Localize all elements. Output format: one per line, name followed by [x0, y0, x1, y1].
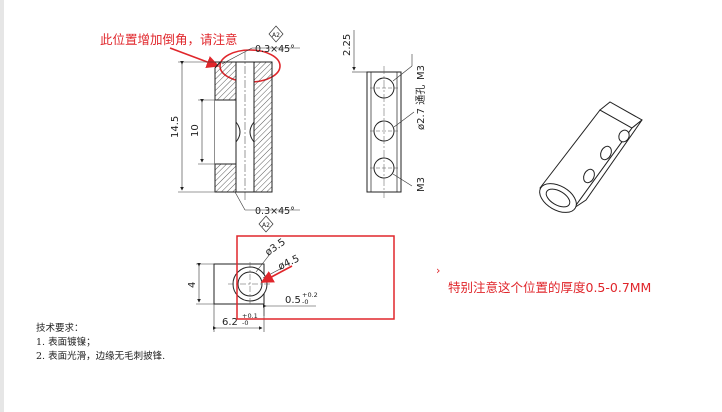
dim-width-tol-upper: +0.1: [242, 312, 258, 320]
technical-requirements: 技术要求： 1. 表面镀镍； 2. 表面光滑，边缘无毛刺披锋.: [36, 322, 165, 364]
a2-label-bottom: A2: [262, 222, 270, 229]
dim-dia-outer: ø4.5: [277, 253, 302, 272]
dim-thread-bottom: M3: [416, 177, 427, 192]
requirements-title: 技术要求：: [36, 323, 84, 334]
a2-symbol-top: [268, 25, 284, 43]
dim-top-offset: 2.25: [342, 34, 353, 56]
dim-height-total: 14.5: [170, 116, 181, 138]
a2-label-top: A2: [272, 32, 280, 39]
chamfer-note: 此位置增加倒角，请注意: [100, 32, 238, 47]
top-section-view: 4 ø3.5 ø4.5 0.5 +0.2 -0 6.2 +0.1 -0: [187, 237, 318, 332]
front-section-view: 14.5 10 0.3×45° A2 0.3×45° A2: [170, 25, 300, 233]
side-view: 2.25 M3 ø2.7 通孔 M3: [342, 30, 427, 198]
dim-section-height: 4: [187, 282, 198, 288]
dim-chamfer-top: 0.3×45°: [255, 44, 295, 55]
dim-through-hole: ø2.7 通孔: [415, 85, 427, 130]
chamfer-note-arrow: [169, 47, 220, 69]
isometric-view: [539, 101, 643, 213]
dim-thread-top: M3: [416, 65, 427, 80]
dim-wall-tol-upper: +0.2: [302, 291, 318, 299]
thickness-note: 特别注意这个位置的厚度0.5-0.7MM: [448, 280, 651, 295]
requirement-item-1: 1. 表面镀镍；: [36, 337, 96, 348]
left-edge: [0, 0, 4, 412]
requirement-item-2: 2. 表面光滑，边缘无毛刺披锋.: [36, 351, 166, 362]
dim-section-width: 6.2: [222, 317, 238, 328]
dim-chamfer-bottom: 0.3×45°: [255, 206, 295, 217]
dim-dia-inner: ø3.5: [263, 237, 287, 259]
a2-symbol-bottom: [258, 215, 274, 233]
dim-height-inner: 10: [190, 124, 201, 137]
thickness-arrow: [260, 265, 293, 283]
dim-wall-tol-lower: -0: [302, 298, 308, 306]
thickness-highlight-box: [236, 235, 395, 320]
dim-wall-thickness: 0.5: [285, 295, 301, 306]
dim-width-tol-lower: -0: [242, 319, 248, 327]
thickness-pointer-icon: ›: [436, 264, 440, 277]
